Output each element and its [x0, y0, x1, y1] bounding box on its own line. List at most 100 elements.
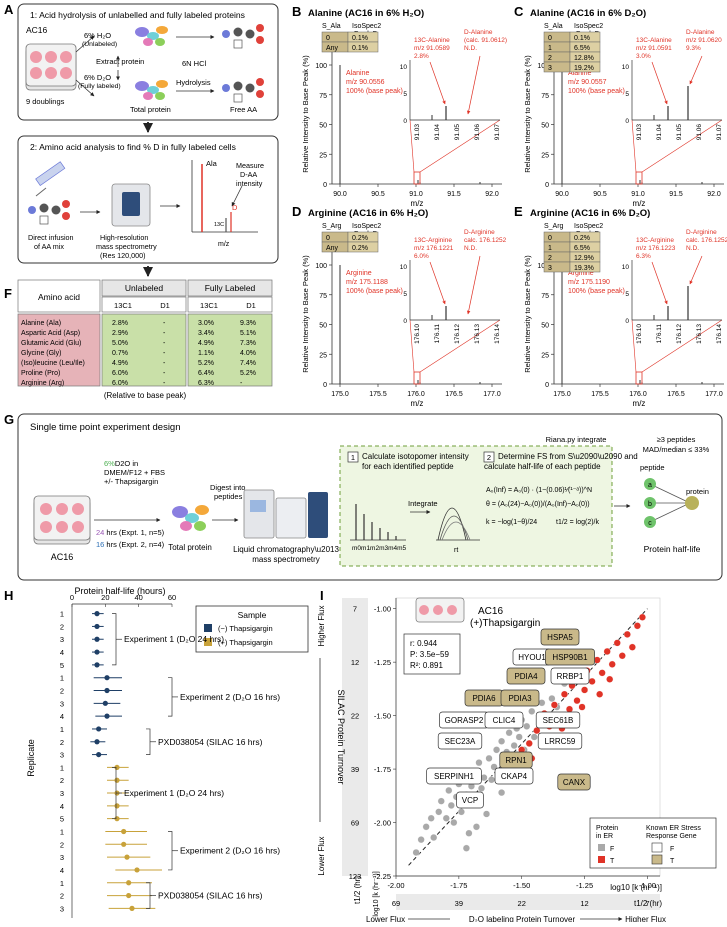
x-tick-label: 175.0: [331, 391, 349, 398]
iso-header: IsoSpec2: [574, 223, 603, 230]
iso-pred-value: 0.1%: [574, 35, 590, 42]
i-point: [550, 701, 559, 709]
criteria-2: MAD/median ≤ 33%: [643, 445, 710, 454]
i-x-t-tick: 12: [580, 899, 588, 908]
i-point: [573, 697, 581, 705]
i-fit-line: [408, 608, 648, 866]
i-point: [606, 675, 614, 683]
g-media-3: +/- Thapsigargin: [104, 477, 158, 486]
i-gene-label-box: [537, 732, 583, 750]
iso-header: IsoSpec2: [352, 223, 381, 230]
i-y-log-label: log10 [k (hr⁻¹)]: [373, 871, 380, 916]
i-x-t-tick: 39: [455, 899, 463, 908]
table-cell-u13: 6.0%: [112, 370, 128, 377]
amino-acid-icon-top: [222, 24, 264, 49]
table-cell-l13: 3.4%: [198, 330, 214, 337]
table-cell-aa: Glutamic Acid (Glu): [21, 340, 81, 347]
eq4: t1/2 = log(2)/k: [556, 519, 599, 526]
hydrolysis-label: Hydrolysis: [176, 78, 211, 87]
h-replicate-label: 3: [60, 699, 64, 708]
spectrum-letter: B: [292, 4, 301, 19]
zoom-line: [409, 319, 415, 373]
h-group-bracket: [112, 613, 117, 666]
iso-s-value: 3: [548, 65, 552, 72]
d-label: D-Alanine: [464, 29, 493, 36]
i-point: [638, 613, 647, 621]
h-median-point: [102, 700, 108, 706]
table-cell-l13: 5.2%: [198, 360, 214, 367]
table-cell-u13: 0.7%: [112, 350, 128, 357]
h-median-point: [104, 675, 110, 681]
i-stats-box: [403, 633, 461, 675]
y-tick-label: 75: [319, 293, 327, 300]
i-x-t-band: [396, 894, 660, 910]
inset-y-tick: 10: [622, 64, 630, 71]
i-point: [430, 833, 438, 842]
x-tick-label: 90.5: [593, 191, 607, 198]
i-gene-label: RPN1: [505, 756, 527, 765]
peptide-protein-graph: peptide a b c protein Protein half-life: [640, 463, 709, 554]
h-replicate-label: 2: [60, 892, 64, 901]
i-gene-label: PDIA6: [472, 694, 496, 703]
base-peak-label: Alanine: [568, 70, 591, 77]
g-protein-icon: [172, 505, 209, 531]
y-tick-label: 50: [541, 123, 549, 130]
i-point: [465, 829, 473, 837]
i-point: [510, 741, 518, 750]
h-replicate-label: 5: [60, 815, 64, 824]
x-tick-label: 91.5: [447, 191, 461, 198]
table-cell-u13: 4.9%: [112, 360, 128, 367]
i-point: [435, 808, 443, 816]
c13-label: 13C-Alanine: [414, 37, 450, 44]
spectrum-xlabel: m/z: [411, 399, 424, 408]
h-replicate-label: 4: [60, 648, 64, 657]
h2o-label: 6% H₂O: [84, 31, 111, 40]
h-replicate-label: 4: [60, 866, 64, 875]
d-label: D-Arginine: [686, 229, 717, 236]
c13-arrow: [429, 61, 446, 105]
iso-s-value: 0: [548, 35, 552, 42]
c13-label: m/z 91.0589: [414, 45, 450, 52]
panel-f-letter: F: [4, 286, 12, 301]
h-median-point: [114, 777, 120, 783]
peptide-a: a: [648, 482, 652, 489]
i-point: [427, 814, 435, 822]
h-median-point: [114, 803, 120, 809]
iso-pred-value: 0.2%: [574, 235, 590, 242]
zoom-box: [635, 371, 643, 385]
sub-header-2: D1: [160, 301, 170, 310]
eq2: θ = (A₀(24)−A₀(0))/(A₀(Inf)−A₀(0)): [486, 501, 590, 508]
h-median-point: [124, 854, 130, 860]
i-gene-label: PDIA3: [508, 694, 532, 703]
h-replicate-label: 2: [60, 622, 64, 631]
d-arrow: [689, 55, 703, 85]
well: [433, 605, 443, 615]
i-x-higher: Higher Flux: [625, 915, 666, 922]
zoom-box: [635, 171, 643, 185]
spectrum-letter: E: [514, 204, 523, 219]
table-cell-u13: 2.8%: [112, 320, 128, 327]
zoom-box: [413, 171, 421, 185]
table-cell-aa: Aspartic Acid (Asp): [21, 330, 80, 337]
table-cell-ld: -: [240, 380, 243, 387]
i-x-tick-label: -1.25: [576, 881, 593, 890]
inset-x-tick: 91.03: [414, 124, 421, 141]
i-stat: P: 3.5e−59: [410, 650, 449, 659]
inset-x-tick: 91.07: [494, 124, 501, 141]
step2-title: 2: Amino acid analysis to find % D in fu…: [30, 142, 236, 152]
i-point: [477, 784, 486, 792]
i-point: [580, 686, 589, 694]
table-cell-u13: 5.0%: [112, 340, 128, 347]
table-cell-aa: (Iso)leucine (Leu/Ile): [21, 360, 85, 367]
h-median-point: [104, 713, 110, 719]
i-x-t-tick: 22: [518, 899, 526, 908]
c13-label: 13C-Alanine: [636, 37, 672, 44]
spectrum-title: Alanine (AC16 in 6% H₂O): [308, 8, 424, 19]
iso-pred-value: 0.2%: [352, 245, 368, 252]
base-peak-label: 100% (base peak): [346, 88, 403, 95]
inset-x-tick: 91.06: [696, 124, 703, 141]
criteria-1: ≥3 peptides: [657, 435, 696, 444]
h-group-bracket: [146, 728, 151, 755]
inset-x-tick: 91.05: [454, 124, 461, 141]
